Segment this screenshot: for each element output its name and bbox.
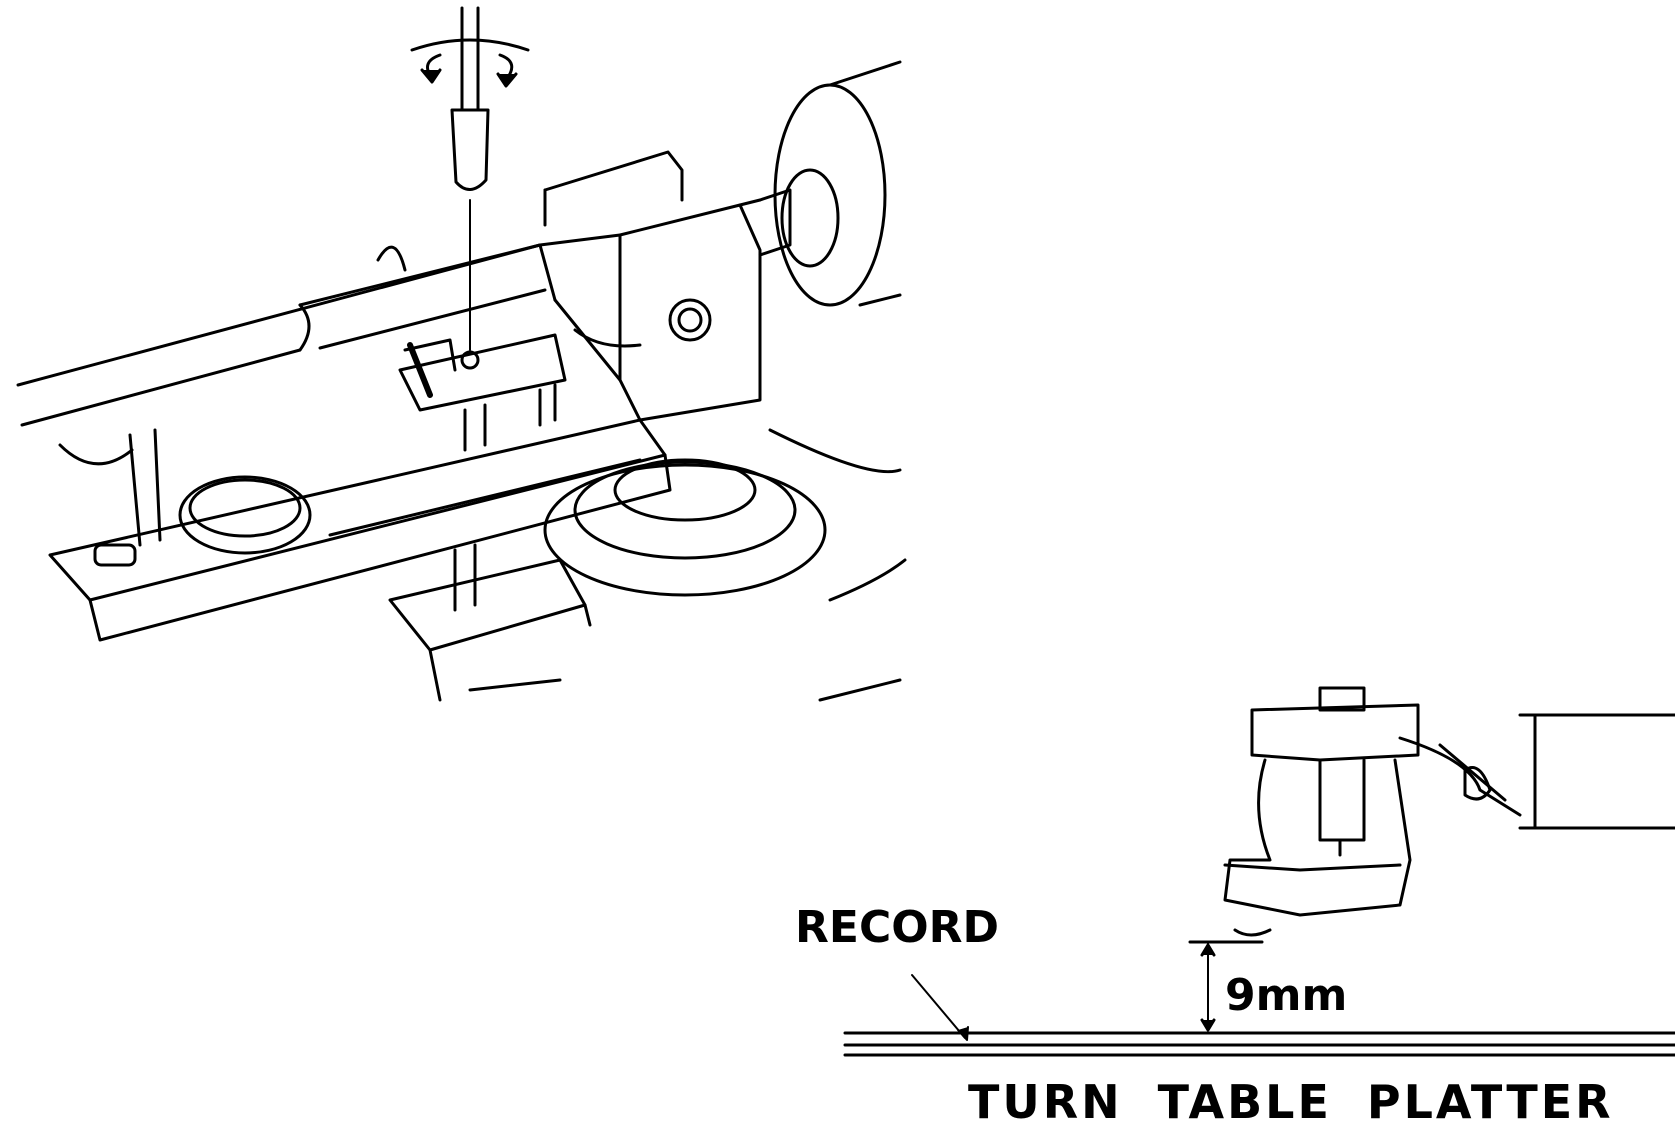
lift-block bbox=[388, 543, 592, 702]
record-leader bbox=[911, 974, 966, 1039]
rotate-arrow-icon bbox=[410, 38, 530, 88]
arm-base-plate bbox=[48, 418, 672, 642]
arm-tube bbox=[16, 243, 557, 427]
pivot-housing bbox=[538, 150, 762, 422]
tonearm-perspective-view bbox=[16, 6, 907, 702]
record-label: RECORD bbox=[795, 902, 999, 953]
platter-label: TURN TABLE PLATTER bbox=[968, 1075, 1614, 1127]
headshell bbox=[398, 333, 567, 452]
screwdriver-icon bbox=[450, 6, 490, 351]
tonearm-side-view bbox=[843, 686, 1675, 1057]
turntable-spindle bbox=[543, 428, 907, 702]
cue-lever bbox=[376, 245, 407, 272]
height-dimension-label: 9mm bbox=[1225, 970, 1347, 1021]
counterweight bbox=[758, 60, 902, 307]
